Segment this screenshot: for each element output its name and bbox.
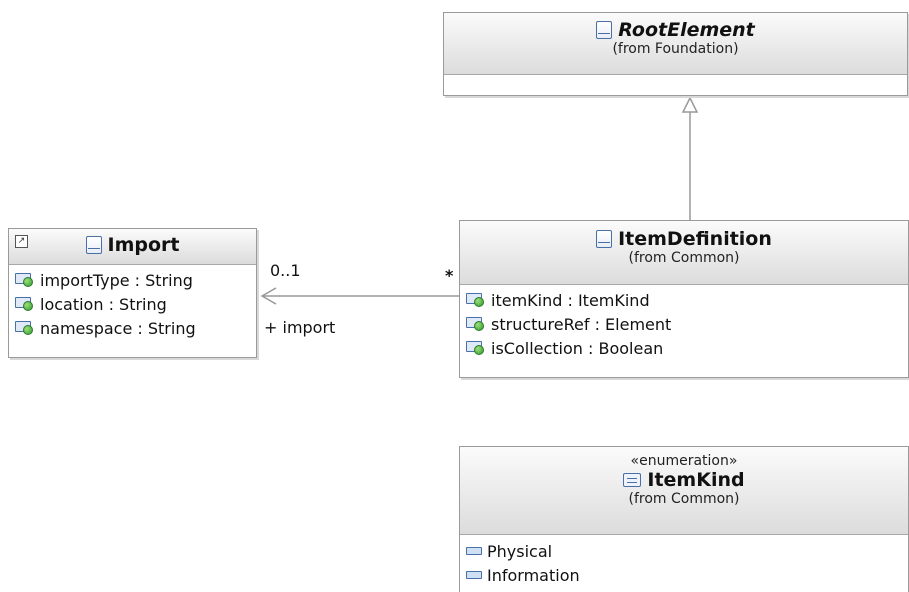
enum-literal-icon: [466, 571, 482, 579]
class-root-element[interactable]: RootElement (from Foundation): [443, 12, 908, 96]
attribute-text: location : String: [40, 294, 167, 314]
attribute-text: isCollection : Boolean: [491, 338, 664, 358]
attribute-text: structureRef : Element: [491, 314, 672, 334]
literal-row[interactable]: Physical: [466, 539, 908, 563]
class-name: RootElement: [618, 19, 755, 41]
enumeration-icon: [623, 473, 642, 487]
class-icon: [596, 230, 613, 248]
association-arrowhead: [260, 287, 277, 305]
attribute-icon: [466, 316, 486, 332]
class-header: ItemDefinition (from Common): [460, 221, 908, 285]
generalization-arrowhead: [681, 96, 699, 113]
shortcut-arrow-icon: ↗: [15, 235, 28, 248]
class-icon: [596, 21, 613, 39]
enum-header: «enumeration» ItemKind (from Common): [460, 447, 908, 535]
class-icon: [85, 236, 102, 254]
literal-text: Physical: [487, 541, 553, 561]
enum-stereotype: «enumeration»: [630, 453, 738, 469]
class-name: Import: [107, 234, 180, 256]
class-import[interactable]: ↗ Import importType : String location : …: [8, 228, 257, 358]
attribute-list: itemKind : ItemKind structureRef : Eleme…: [460, 285, 908, 363]
class-name: ItemDefinition: [618, 228, 772, 250]
class-header: ↗ Import: [9, 229, 256, 265]
attribute-row[interactable]: importType : String: [15, 268, 256, 292]
attribute-row[interactable]: structureRef : Element: [466, 312, 908, 336]
literal-list: Physical Information: [460, 535, 908, 590]
source-multiplicity: *: [445, 266, 454, 285]
class-item-definition[interactable]: ItemDefinition (from Common) itemKind : …: [459, 220, 909, 378]
enum-package: (from Common): [628, 491, 740, 507]
class-package: (from Common): [628, 250, 740, 266]
attribute-text: namespace : String: [40, 318, 196, 338]
literal-text: Information: [487, 565, 580, 585]
attribute-row[interactable]: namespace : String: [15, 316, 256, 340]
attribute-icon: [466, 292, 486, 308]
attribute-row[interactable]: location : String: [15, 292, 256, 316]
enum-item-kind[interactable]: «enumeration» ItemKind (from Common) Phy…: [459, 446, 909, 592]
enum-literal-icon: [466, 547, 482, 555]
attribute-text: itemKind : ItemKind: [491, 290, 650, 310]
attribute-row[interactable]: itemKind : ItemKind: [466, 288, 908, 312]
attribute-icon: [15, 272, 35, 288]
attribute-list: importType : String location : String na…: [9, 265, 256, 343]
attribute-row[interactable]: isCollection : Boolean: [466, 336, 908, 360]
target-multiplicity: 0..1: [270, 261, 301, 280]
attribute-icon: [466, 340, 486, 356]
attribute-text: importType : String: [40, 270, 193, 290]
literal-row[interactable]: Information: [466, 563, 908, 587]
attribute-icon: [15, 320, 35, 336]
class-header: RootElement (from Foundation): [444, 13, 907, 75]
class-package: (from Foundation): [612, 41, 739, 57]
enum-name: ItemKind: [647, 469, 745, 491]
target-role-name: + import: [264, 318, 336, 337]
attribute-icon: [15, 296, 35, 312]
